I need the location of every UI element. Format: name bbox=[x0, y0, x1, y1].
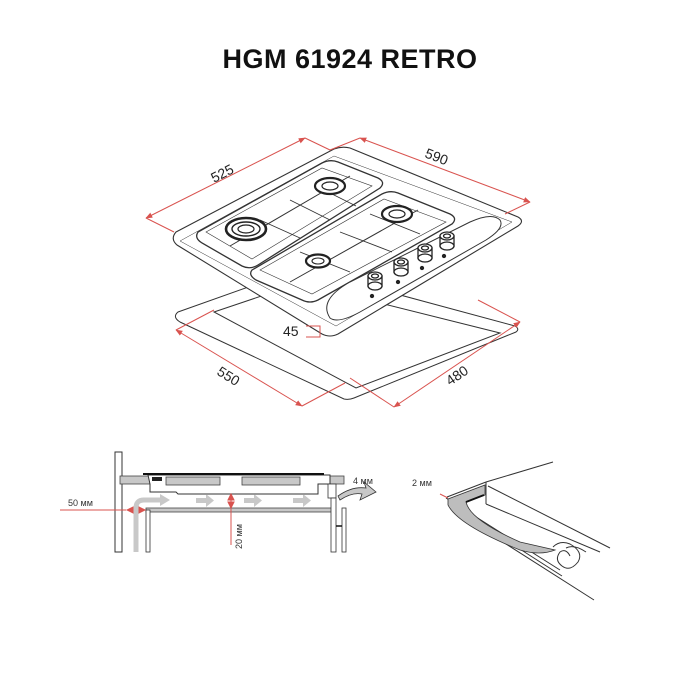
control-panel bbox=[326, 216, 502, 321]
control-knobs bbox=[367, 231, 455, 299]
knob-3 bbox=[417, 243, 433, 271]
seal-detail bbox=[439, 461, 611, 601]
burner-wok-left bbox=[224, 216, 268, 242]
dim-width-label: 590 bbox=[423, 145, 451, 168]
knob-1 bbox=[367, 271, 383, 299]
dim-depth-label: 525 bbox=[208, 161, 236, 186]
model-title: HGM 61924 RETRO bbox=[222, 44, 478, 74]
rear-gap-label: 4 мм bbox=[353, 476, 373, 486]
seal-thickness-label: 2 мм bbox=[412, 478, 432, 488]
burner-front bbox=[304, 253, 332, 269]
airflow-arrows bbox=[196, 494, 311, 507]
dim-cutout-width-label: 550 bbox=[214, 363, 242, 389]
knob-2 bbox=[393, 257, 409, 285]
side-clearance-label: 50 мм bbox=[68, 498, 93, 508]
dim-offset-label: 45 bbox=[283, 323, 299, 339]
air-gap-label: 20 мм bbox=[234, 524, 244, 549]
burner-right bbox=[380, 204, 414, 224]
burner-rear-center bbox=[313, 176, 347, 196]
dim-cutout-depth-label: 480 bbox=[443, 362, 471, 388]
dimension-lines bbox=[145, 137, 531, 408]
installation-section bbox=[60, 451, 377, 553]
knob-4 bbox=[439, 231, 455, 259]
